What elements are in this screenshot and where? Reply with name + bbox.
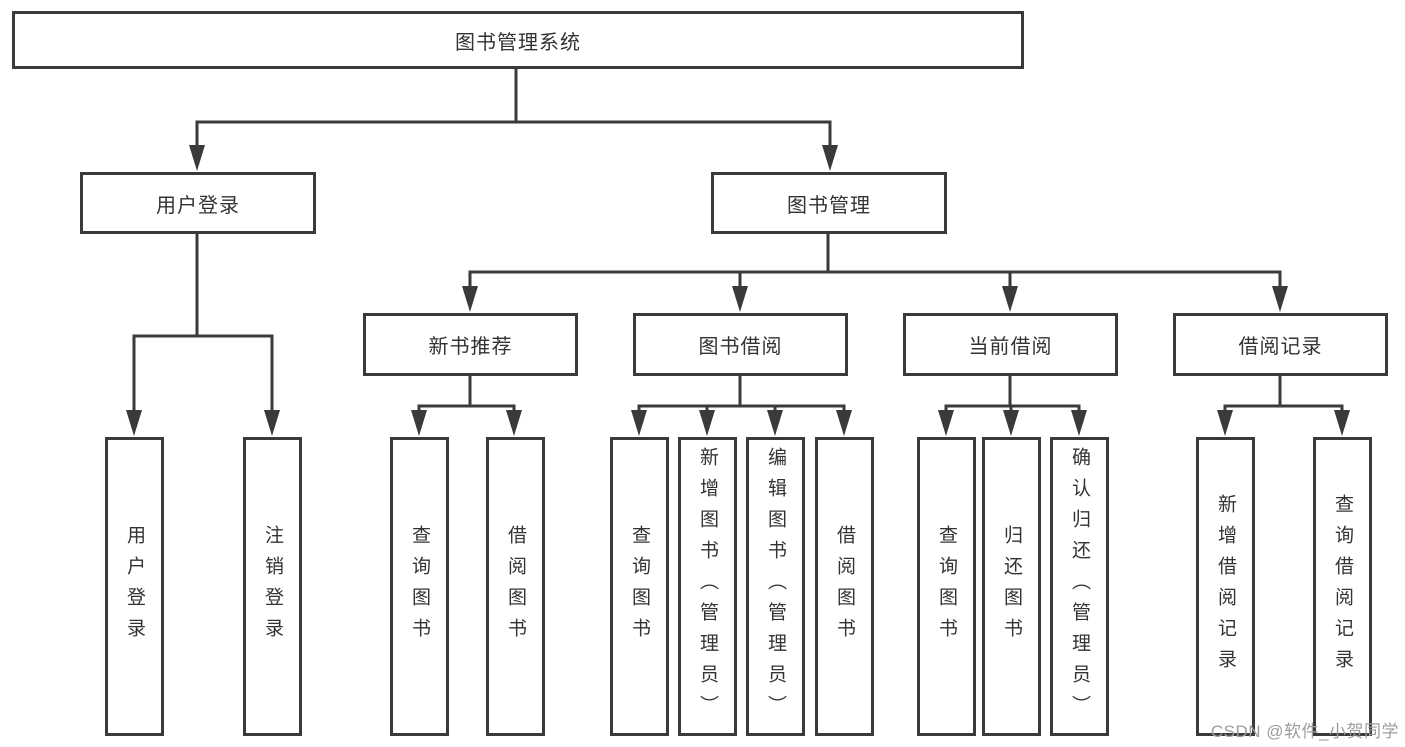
leaf-query-books-recommend: 查询图书 <box>390 437 449 736</box>
edge-root-to-level2 <box>195 68 832 152</box>
node-label: 图书借阅 <box>698 336 783 358</box>
leaf-query-books-borrow: 查询图书 <box>610 437 669 736</box>
leaf-label: 归还图书 <box>1001 524 1022 649</box>
arrowhead <box>1002 286 1018 312</box>
arrowhead <box>1334 410 1350 436</box>
leaf-label: 编辑图书︵管理员︶ <box>765 447 786 726</box>
arrowhead <box>1071 410 1087 436</box>
leaf-label: 查询图书 <box>629 524 650 649</box>
arrowhead <box>767 410 783 436</box>
leaf-logout: 注销登录 <box>243 437 302 736</box>
leaf-query-borrow-record: 查询借阅记录 <box>1313 437 1372 736</box>
arrowhead <box>822 145 838 171</box>
arrowhead <box>1272 286 1288 312</box>
arrowhead <box>1217 410 1233 436</box>
leaf-label: 注销登录 <box>262 524 283 649</box>
leaf-add-book-admin: 新增图书︵管理员︶ <box>678 437 737 736</box>
arrowhead <box>836 410 852 436</box>
leaf-add-borrow-record: 新增借阅记录 <box>1196 437 1255 736</box>
leaf-label: 借阅图书 <box>505 524 526 649</box>
leaf-user-login: 用户登录 <box>105 437 164 736</box>
arrowhead <box>699 410 715 436</box>
connector-paths <box>132 68 1344 416</box>
arrowhead <box>462 286 478 312</box>
leaf-label: 查询借阅记录 <box>1332 493 1353 680</box>
edge-bookmgmt-to-level3 <box>468 234 1282 292</box>
node-new-book-recommend: 新书推荐 <box>363 313 578 376</box>
node-label: 当前借阅 <box>968 336 1053 358</box>
node-label: 新书推荐 <box>428 336 513 358</box>
leaf-label: 新增借阅记录 <box>1215 493 1236 680</box>
leaf-confirm-return-admin: 确认归还︵管理员︶ <box>1050 437 1109 736</box>
leaf-edit-book-admin: 编辑图书︵管理员︶ <box>746 437 805 736</box>
node-library-system-root: 图书管理系统 <box>12 11 1024 69</box>
edge-newbooks-to-leaves <box>417 376 516 416</box>
leaf-label: 确认归还︵管理员︶ <box>1069 447 1090 726</box>
node-label: 用户登录 <box>156 194 240 217</box>
leaf-query-books-current: 查询图书 <box>917 437 976 736</box>
leaf-return-books: 归还图书 <box>982 437 1041 736</box>
arrowheads <box>126 145 1350 436</box>
leaf-borrow-books: 借阅图书 <box>815 437 874 736</box>
edge-records-to-leaves <box>1223 376 1344 416</box>
arrowhead <box>264 410 280 436</box>
leaf-borrow-books-recommend: 借阅图书 <box>486 437 545 736</box>
arrowhead <box>732 286 748 312</box>
node-user-login: 用户登录 <box>80 172 316 234</box>
edge-bookborrow-to-leaves <box>637 376 846 416</box>
arrowhead <box>1003 410 1019 436</box>
node-label: 借阅记录 <box>1238 336 1323 358</box>
node-label: 图书管理 <box>787 194 871 217</box>
arrowhead <box>189 145 205 171</box>
leaf-label: 查询图书 <box>936 524 957 649</box>
arrowhead <box>631 410 647 436</box>
arrowhead <box>411 410 427 436</box>
leaf-label: 用户登录 <box>124 524 145 649</box>
leaf-label: 借阅图书 <box>834 524 855 649</box>
node-book-management: 图书管理 <box>711 172 947 234</box>
watermark: CSDN @软件_小贺同学 <box>1210 722 1399 741</box>
edge-userlogin-to-leaves <box>132 234 274 416</box>
arrowhead <box>126 410 142 436</box>
leaf-label: 查询图书 <box>409 524 430 649</box>
node-label: 图书管理系统 <box>455 31 581 54</box>
node-current-borrow: 当前借阅 <box>903 313 1118 376</box>
node-borrow-records: 借阅记录 <box>1173 313 1388 376</box>
leaf-label: 新增图书︵管理员︶ <box>697 447 718 726</box>
arrowhead <box>938 410 954 436</box>
arrowhead <box>506 410 522 436</box>
node-book-borrow: 图书借阅 <box>633 313 848 376</box>
